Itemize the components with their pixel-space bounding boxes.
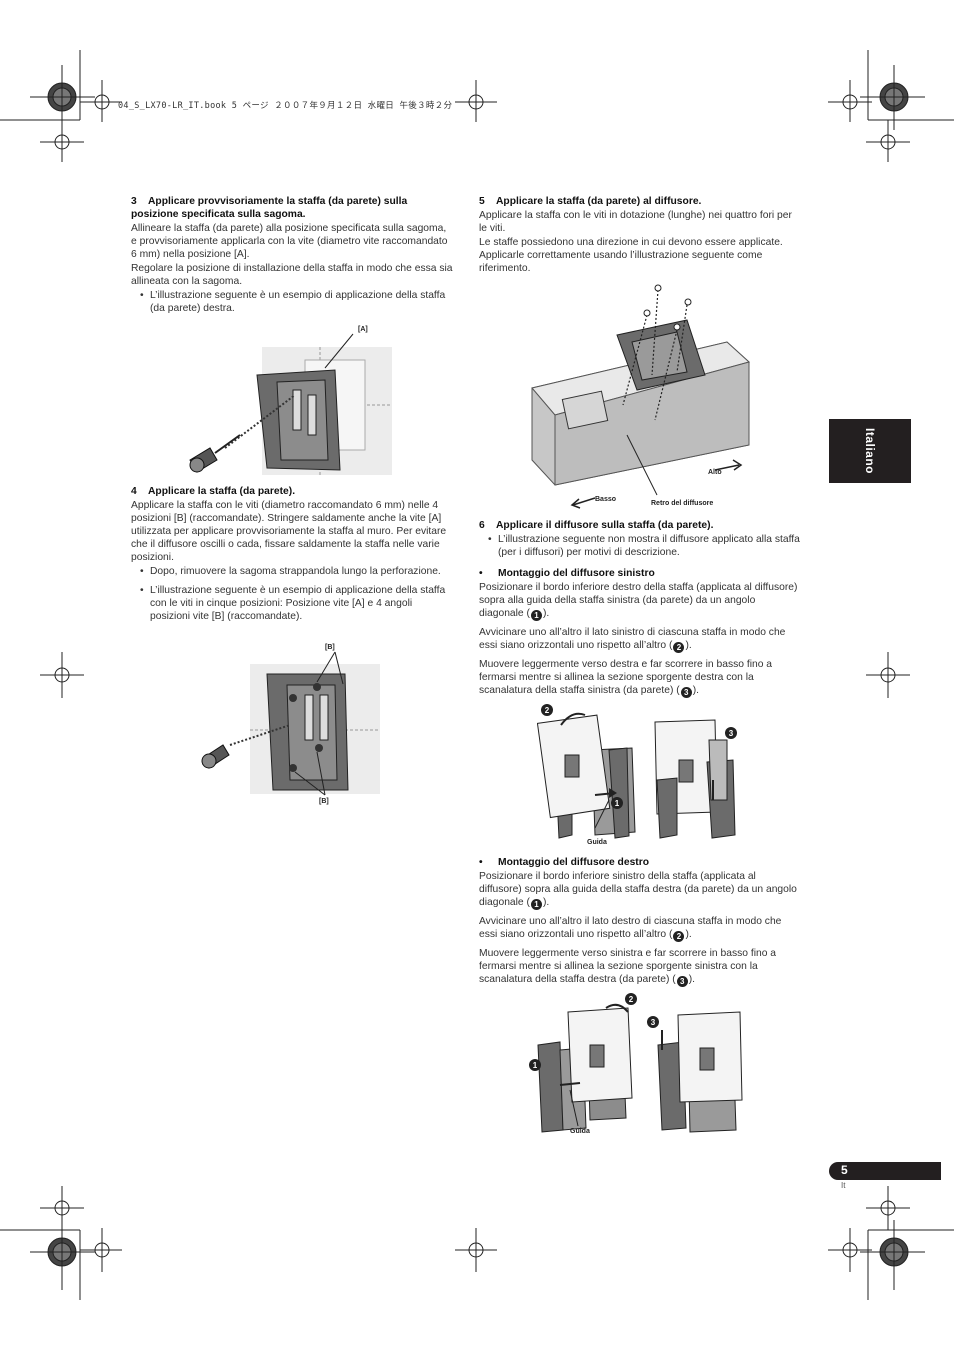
label-b-top: [B] [325,644,335,651]
figure-left-speaker-mount: 2 1 3 Guida [537,704,737,846]
label-retro: Retro del diffusore [651,500,713,507]
marker-2: 2 [673,931,685,942]
left-speaker-text-2: Avvicinare uno all’altro il lato sinistr… [479,627,786,653]
svg-text:1: 1 [533,1061,538,1070]
page-number: 5 [841,1163,848,1177]
language-tab-label: Italiano [863,427,877,475]
marker-1: 1 [530,899,542,910]
svg-text:3: 3 [651,1018,656,1027]
step-4-bullet-1: Dopo, rimuovere la sagoma strappandola l… [131,565,454,578]
step-3-text-2: Regolare la posizione di installazione d… [131,263,453,287]
step-4-text-1: Applicare la staffa con le viti (diametr… [131,500,447,563]
figure-bracket-speaker: Alto Basso Retro del diffusore [531,284,751,509]
marker-3: 3 [676,976,688,987]
right-column-right-speaker: Montaggio del diffusore destro Posiziona… [479,856,801,988]
step-4-bullet-2: L’illustrazione seguente è un esempio di… [131,584,454,623]
figure-bracket-screw-a: [A] [189,326,392,475]
label-basso: Basso [595,496,616,503]
step-6-bullet: L’illustrazione seguente non mostra il d… [479,533,801,559]
figure-markers: 2 1 3 [541,704,737,809]
marker-3: 3 [680,687,692,698]
label-guida-1: Guida [587,839,607,846]
figure-right-speaker-mount: 2 3 1 Guida [529,993,743,1135]
step-3-bullet: L’illustrazione seguente è un esempio di… [131,289,454,315]
left-speaker-text-1: Posizionare il bordo inferiore destro de… [479,582,798,621]
file-header: 04_S_LX70-LR_IT.book 5 ページ ２００７年９月１２日 水曜… [118,101,453,111]
figure-markers: 2 3 1 [529,993,659,1071]
right-speaker-text-2: Avvicinare uno all’altro il lato destro … [479,916,782,942]
right-speaker-text-1: Posizionare il bordo inferiore sinistro … [479,871,797,910]
marker-2: 2 [673,642,685,653]
label-a: [A] [358,326,368,333]
right-speaker-heading: Montaggio del diffusore destro [479,856,801,869]
step-5-text-1: Applicare la staffa con le viti in dotaz… [479,210,792,234]
svg-text:2: 2 [629,995,634,1004]
figure-bracket-screws-b: [B] [B] [201,644,380,805]
svg-text:2: 2 [545,706,550,715]
right-speaker-text-3: Muovere leggermente verso sinistra e far… [479,948,777,987]
language-code: It [841,1181,846,1190]
language-tab: Italiano [829,419,911,483]
marker-1: 1 [530,610,542,621]
svg-text:3: 3 [729,729,734,738]
label-b-bottom: [B] [319,798,329,805]
step-5-text-2: Le staffe possiedono una direzione in cu… [479,237,783,274]
step-3-text-1: Allineare la staffa (da parete) alla pos… [131,223,448,260]
label-alto: Alto [708,469,722,476]
svg-text:1: 1 [615,799,620,808]
left-speaker-heading: Montaggio del diffusore sinistro [479,567,801,580]
label-guida-2: Guida [570,1128,590,1135]
page-number-badge: 5 [829,1162,941,1180]
left-speaker-text-3: Muovere leggermente verso destra e far s… [479,659,773,698]
